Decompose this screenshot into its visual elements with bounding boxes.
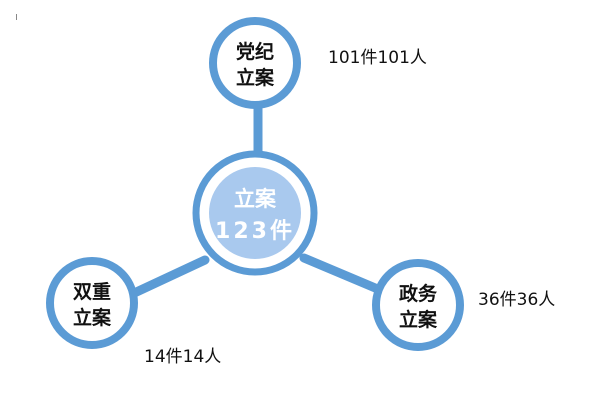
- left-node-count: 14件14人: [144, 347, 222, 367]
- right-node-count: 36件36人: [478, 290, 556, 310]
- top-node: 党纪 立案: [209, 17, 301, 109]
- top-node-line2: 立案: [236, 66, 275, 89]
- stray-mark: [16, 14, 17, 20]
- left-node-line1: 双重: [73, 281, 111, 303]
- left-node-line2: 立案: [73, 306, 112, 329]
- center-node: 立案 123件: [192, 150, 318, 276]
- center-node-line2: 123件: [215, 219, 295, 244]
- top-node-line1: 党纪: [236, 40, 274, 63]
- right-node: 政务 立案: [372, 259, 464, 351]
- right-node-line1: 政务: [399, 282, 438, 305]
- connector-right: [299, 253, 385, 295]
- connector-left: [125, 255, 210, 300]
- center-node-line1: 立案: [234, 187, 277, 211]
- right-node-line2: 立案: [399, 308, 438, 331]
- left-node: 双重 立案: [46, 257, 138, 349]
- top-node-count: 101件101人: [328, 48, 427, 68]
